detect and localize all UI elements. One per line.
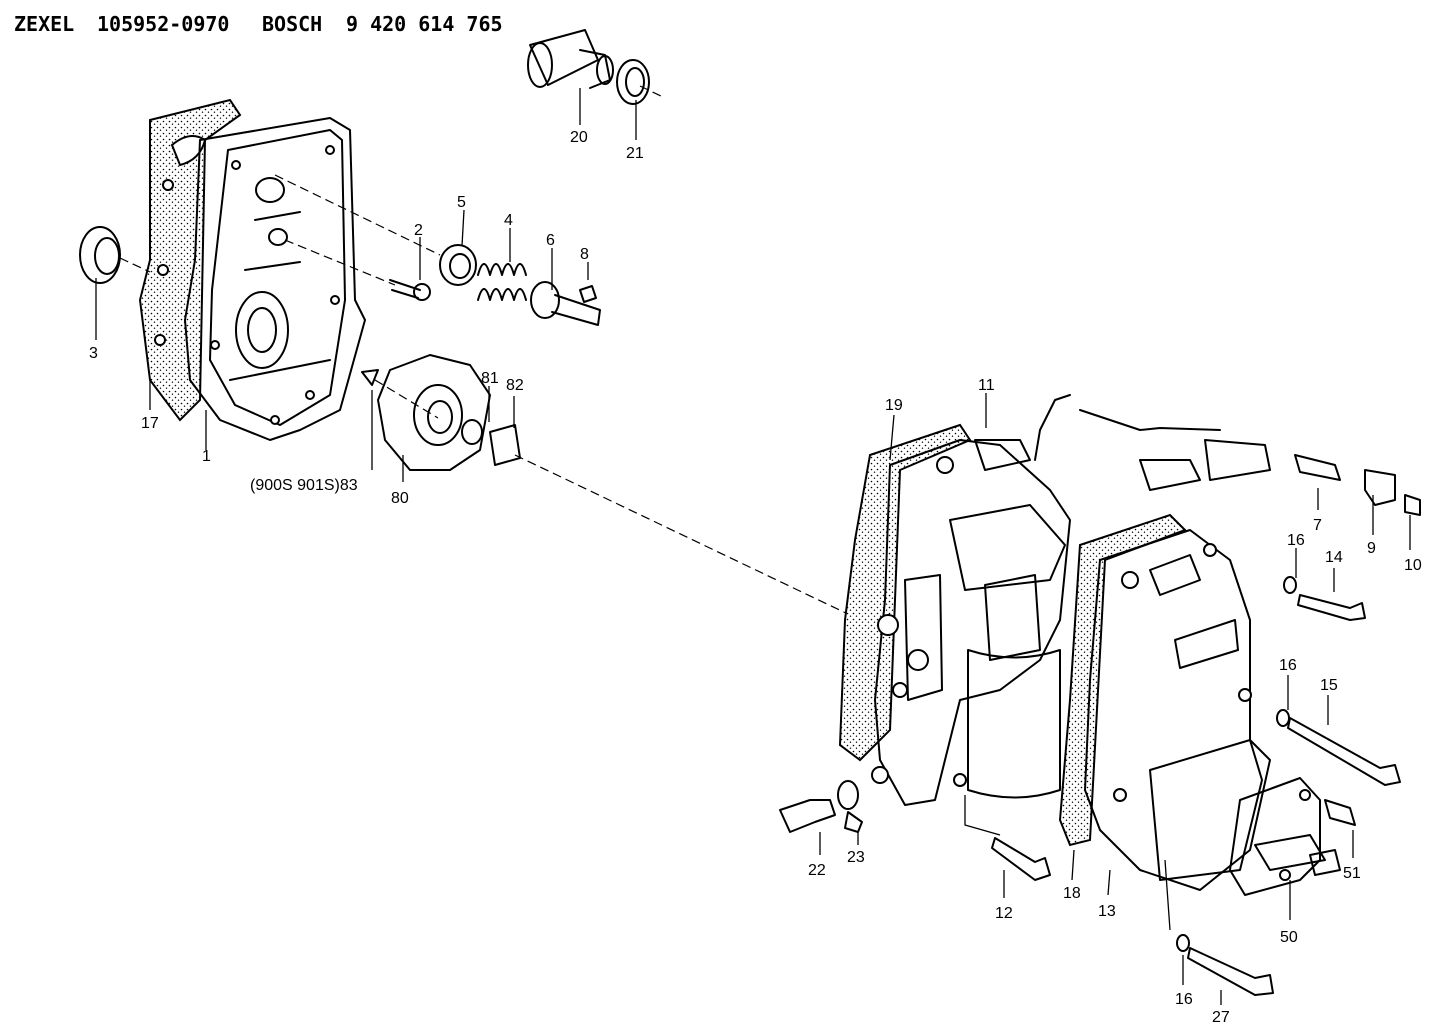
callout-5: 5 (457, 194, 466, 211)
callout-15: 15 (1320, 677, 1338, 694)
callout-8: 8 (580, 246, 589, 263)
header-part-number-bosch: 9 420 614 765 (346, 12, 503, 36)
callout-81: 81 (481, 370, 499, 387)
actuator-50 (1229, 777, 1341, 896)
bolts-and-washers (779, 454, 1421, 996)
callout-16-top: 16 (1287, 532, 1305, 549)
callout-6: 6 (546, 232, 555, 249)
callout-17: 17 (141, 415, 159, 432)
callout-27: 27 (1212, 1009, 1230, 1026)
gasket-19 (838, 423, 972, 762)
callout-2: 2 (414, 222, 423, 239)
callout-51: 51 (1343, 865, 1361, 882)
parts-20-21-fitting (527, 29, 666, 105)
callout-19: 19 (885, 397, 903, 414)
callout-10: 10 (1404, 557, 1422, 574)
callout-18: 18 (1063, 885, 1081, 902)
governor-housing-1 (184, 117, 366, 441)
callout-16-bottom: 16 (1175, 991, 1193, 1008)
callout-82: 82 (506, 377, 524, 394)
header-brand-bosch: BOSCH (262, 12, 323, 36)
callout-50: 50 (1280, 929, 1298, 946)
header-brand-zexel: ZEXEL (14, 12, 75, 36)
callout-1: 1 (202, 448, 211, 465)
callout-9: 9 (1367, 540, 1376, 557)
oil-seal-3 (79, 226, 151, 284)
callout-80: 80 (391, 490, 409, 507)
callout-21: 21 (626, 145, 644, 162)
callout-11: 11 (978, 377, 995, 394)
cover-13 (1084, 529, 1271, 891)
callout-14: 14 (1325, 549, 1343, 566)
callout-22: 22 (808, 862, 826, 879)
callout-4: 4 (504, 212, 513, 229)
callout-20: 20 (570, 129, 588, 146)
callout-13: 13 (1098, 903, 1116, 920)
callout-83: (900S 901S)83 (250, 477, 358, 494)
parts-2-to-8-group (274, 174, 601, 326)
callout-labels: 2 3 5 4 6 8 17 1 20 21 81 82 (900S 901S)… (89, 129, 1422, 1026)
leader-lines (95, 88, 1411, 1005)
callout-12: 12 (995, 905, 1013, 922)
gasket-18 (1058, 513, 1187, 847)
main-governor-housing (871, 394, 1271, 806)
callout-3: 3 (89, 345, 98, 362)
flyweight-80-group (361, 354, 851, 616)
header-part-number-zexel: 105952-0970 (97, 12, 230, 36)
callout-7: 7 (1313, 517, 1322, 534)
callout-23: 23 (847, 849, 865, 866)
callout-16-middle: 16 (1279, 657, 1297, 674)
left-gasket-17 (138, 98, 242, 422)
